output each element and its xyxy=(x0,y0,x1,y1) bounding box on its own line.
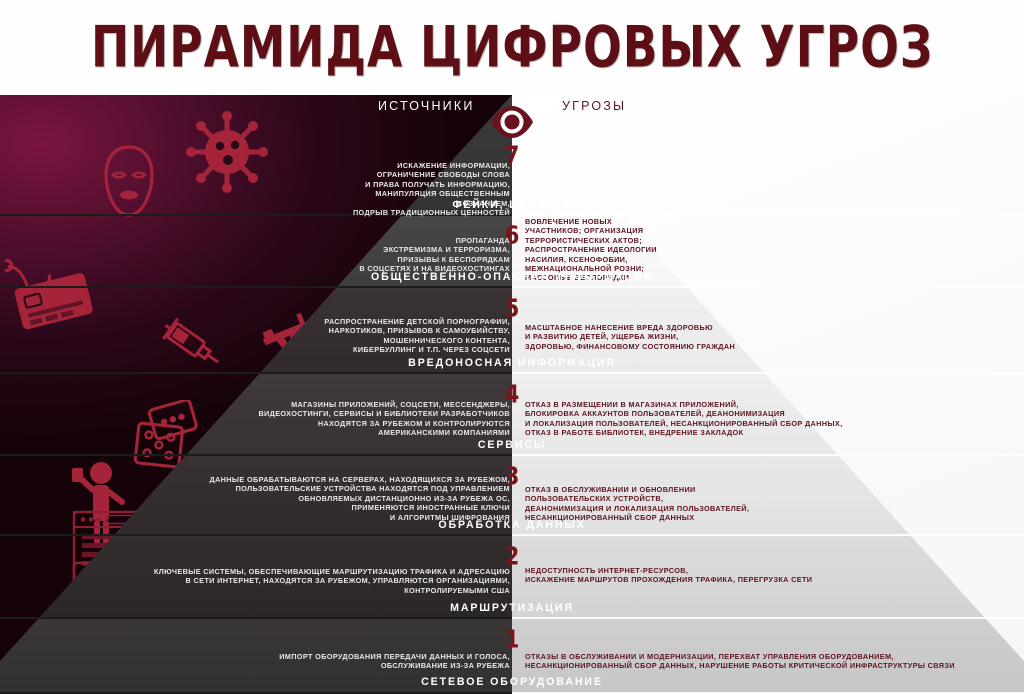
pyramid-level-1 xyxy=(0,618,1024,694)
level-1-label-right: СЕТЕВОЕ ОБОРУДОВАНИЕ xyxy=(421,676,603,688)
level-2-label: МАРШРУТИЗАЦИЯ МАРШРУТИЗАЦИЯ xyxy=(0,601,1024,615)
level-4-number: 4 xyxy=(504,380,520,409)
level-3-label: ОБРАБОТКА ДАННЫХ ОБРАБОТКА ДАННЫХ xyxy=(0,518,1024,532)
level-3-sources-band xyxy=(114,455,512,535)
level-3-threats-text: ОТКАЗ В ОБСЛУЖИВАНИИ И ОБНОВЛЕНИИ ПОЛЬЗО… xyxy=(525,485,750,523)
level-6-baseline xyxy=(0,286,1024,288)
sources-header: ИСТОЧНИКИ xyxy=(378,99,475,113)
level-1-threats-text: ОТКАЗЫ В ОБСЛУЖИВАНИИ И МОДЕРНИЗАЦИИ, ПЕ… xyxy=(525,652,955,671)
level-1-sources-text: ИМПОРТ ОБОРУДОВАНИЯ ПЕРЕДАЧИ ДАННЫХ И ГО… xyxy=(279,652,510,671)
level-3-number: 3 xyxy=(504,462,520,491)
pyramid: ИСТОЧНИКИ УГРОЗЫ 7 ИСКАЖЕНИЕ ИНФОРМАЦИИ,… xyxy=(0,95,1024,694)
level-1-sources-band xyxy=(0,618,512,694)
level-7-baseline xyxy=(0,214,1024,216)
level-3-label-left: ОБРАБОТКА ДАННЫХ xyxy=(438,519,586,531)
pyramid-level-2 xyxy=(0,535,1024,618)
level-7-label-left: ФЕЙКИ, ЦЕНЗУРА xyxy=(452,199,572,211)
page-title: ПИРАМИДА ЦИФРОВЫХ УГРОЗ xyxy=(90,13,934,82)
level-2-baseline xyxy=(0,617,1024,619)
eye-icon xyxy=(491,106,533,138)
level-6-label-left: ОБЩЕСТВЕННО-ОПАСНАЯ ИНФОРМАЦИЯ xyxy=(370,271,654,283)
level-1-threats-band xyxy=(512,618,1024,694)
level-2-sources-text: КЛЮЧЕВЫЕ СИСТЕМЫ, ОБЕСПЕЧИВАЮЩИЕ МАРШРУТ… xyxy=(153,567,510,595)
level-6-label-right: ОБЩЕСТВЕННО-ОПАСНАЯ ИНФОРМАЦИЯ xyxy=(370,271,654,283)
level-7-number: 7 xyxy=(504,141,520,170)
level-1-number: 1 xyxy=(504,625,520,654)
level-2-threats-band xyxy=(512,535,985,618)
level-5-label-left: ВРЕДОНОСНАЯ ИНФОРМАЦИЯ xyxy=(408,357,616,369)
level-4-label-left: СЕРВИСЫ xyxy=(477,439,547,451)
level-2-number: 2 xyxy=(504,542,520,571)
pyramid-level-6 xyxy=(0,215,1024,287)
level-2-sources-band xyxy=(39,535,512,618)
level-3-baseline xyxy=(0,534,1024,536)
level-5-threats-text: МАСШТАБНОЕ НАНЕСЕНИЕ ВРЕДА ЗДОРОВЬЮ И РА… xyxy=(525,323,736,351)
level-7-label: ФЕЙКИ, ЦЕНЗУРА ФЕЙКИ, ЦЕНЗУРА xyxy=(0,198,1024,212)
level-6-number: 6 xyxy=(504,221,520,250)
level-5-number: 5 xyxy=(504,294,520,323)
level-4-baseline xyxy=(0,454,1024,456)
level-6-sources-text: ПРОПАГАНДА ЭКСТРЕМИЗМА И ТЕРРОРИЗМА, ПРИ… xyxy=(359,236,510,274)
pyramid-level-7 xyxy=(0,95,1024,215)
level-6-label: ОБЩЕСТВЕННО-ОПАСНАЯ ИНФОРМАЦИЯ ОБЩЕСТВЕН… xyxy=(0,270,1024,284)
level-3-sources-text: ДАННЫЕ ОБРАБАТЫВАЮТСЯ НА СЕРВЕРАХ, НАХОД… xyxy=(209,475,510,522)
threats-header: УГРОЗЫ xyxy=(562,99,627,113)
level-5-baseline xyxy=(0,372,1024,374)
infographic-canvas: РКН xyxy=(0,95,1024,694)
level-4-label: СЕРВИСЫ СЕРВИСЫ xyxy=(0,438,1024,452)
level-5-sources-text: РАСПРОСТРАНЕНИЕ ДЕТСКОЙ ПОРНОГРАФИИ, НАР… xyxy=(324,317,510,355)
level-4-sources-text: МАГАЗИНЫ ПРИЛОЖЕНИЙ, СОЦСЕТИ, МЕССЕНДЖЕР… xyxy=(258,400,510,438)
level-2-threats-text: НЕДОСТУПНОСТЬ ИНТЕРНЕТ-РЕСУРСОВ, ИСКАЖЕН… xyxy=(525,566,813,585)
level-3-label-right: ОБРАБОТКА ДАННЫХ xyxy=(438,519,586,531)
level-1-label: СЕТЕВОЕ ОБОРУДОВАНИЕ СЕТЕВОЕ ОБОРУДОВАНИ… xyxy=(0,675,1024,689)
level-4-threats-text: ОТКАЗ В РАЗМЕЩЕНИИ В МАГАЗИНАХ ПРИЛОЖЕНИ… xyxy=(525,400,843,438)
level-2-label-left: МАРШРУТИЗАЦИЯ xyxy=(450,602,574,614)
pyramid-level-4 xyxy=(0,373,1024,455)
pyramid-level-3 xyxy=(0,455,1024,535)
level-1-baseline xyxy=(0,692,1024,694)
level-4-label-right: СЕРВИСЫ xyxy=(477,439,547,451)
level-2-label-right: МАРШРУТИЗАЦИЯ xyxy=(450,602,574,614)
level-5-label: ВРЕДОНОСНАЯ ИНФОРМАЦИЯ ВРЕДОНОСНАЯ ИНФОР… xyxy=(0,356,1024,370)
level-6-threats-text: ВОВЛЕЧЕНИЕ НОВЫХ УЧАСТНИКОВ; ОРГАНИЗАЦИЯ… xyxy=(525,217,657,283)
level-7-label-right: ФЕЙКИ, ЦЕНЗУРА xyxy=(452,199,572,211)
level-1-label-left: СЕТЕВОЕ ОБОРУДОВАНИЕ xyxy=(421,676,603,688)
pyramid-level-5 xyxy=(0,287,1024,373)
level-3-threats-band xyxy=(512,455,910,535)
title-bar: ПИРАМИДА ЦИФРОВЫХ УГРОЗ xyxy=(0,0,1024,95)
level-5-label-right: ВРЕДОНОСНАЯ ИНФОРМАЦИЯ xyxy=(408,357,616,369)
level-7-sources-text: ИСКАЖЕНИЕ ИНФОРМАЦИИ, ОГРАНИЧЕНИЕ СВОБОД… xyxy=(352,161,510,218)
level-7-threats-band xyxy=(512,95,622,215)
